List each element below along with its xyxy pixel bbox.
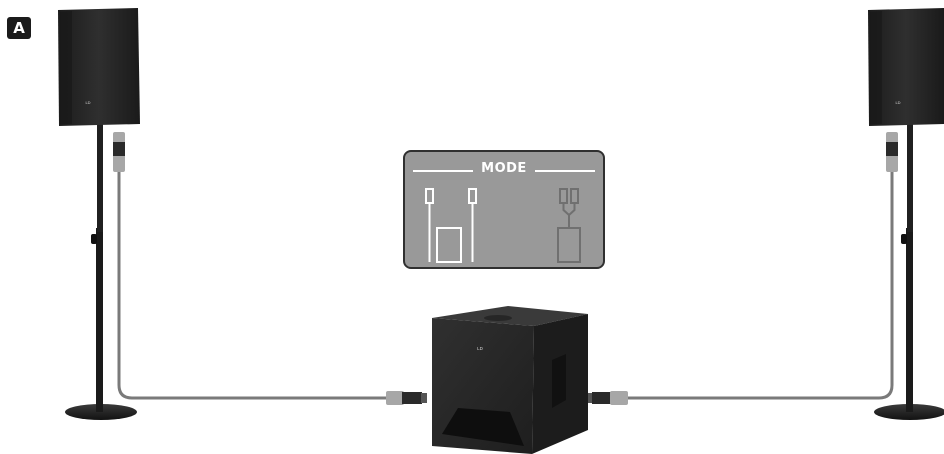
mode-title-rule-right xyxy=(535,170,595,172)
stereo-mode-icon xyxy=(425,188,477,263)
speaker-logo: LD xyxy=(895,100,900,105)
mode-title-rule-left xyxy=(413,170,473,172)
left-satellite: LD xyxy=(58,8,386,420)
sub-top xyxy=(432,306,588,326)
mode-title: MODE xyxy=(475,161,533,176)
speaker-cable xyxy=(627,172,894,400)
mode-switch-panel: MODE xyxy=(403,150,605,269)
left-input-connector xyxy=(386,391,427,405)
speaker-logo: LD xyxy=(85,100,90,105)
speaker-cable xyxy=(117,172,386,400)
stand-pole-lower xyxy=(96,228,103,412)
stand-clamp xyxy=(91,234,97,244)
stand-clamp xyxy=(901,234,907,244)
stand-pole-lower xyxy=(906,228,913,412)
subwoofer: LD xyxy=(386,306,628,454)
right-input-connector xyxy=(588,391,628,405)
figure-label-badge: A xyxy=(7,17,31,39)
sub-handle xyxy=(552,354,566,408)
sub-logo: LD xyxy=(477,346,484,351)
speaker-cabinet xyxy=(58,8,140,126)
stand-pole-upper xyxy=(97,124,103,232)
sub-port xyxy=(442,408,524,446)
stand-pole-upper xyxy=(907,124,913,232)
right-satellite: LD xyxy=(627,8,944,420)
speaker-cabinet xyxy=(868,8,944,126)
mono-mode-icon xyxy=(557,188,581,263)
